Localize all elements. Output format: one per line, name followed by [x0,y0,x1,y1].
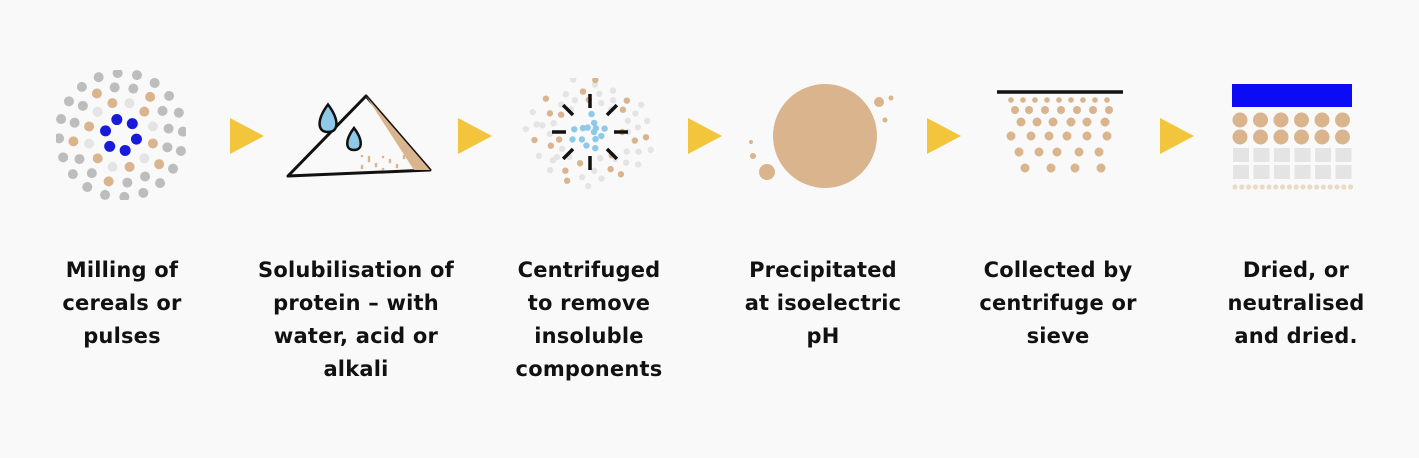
step-label-sieve: Collected by centrifuge or sieve [979,258,1137,348]
arrow-icon [458,118,492,154]
arrow-icon [927,118,961,154]
precipitate-icon [749,84,894,188]
step-label-precipitate: Precipitated at isoelectric pH [744,258,902,348]
step-label-drying: Dried, or neutralised and dried. [1227,258,1365,348]
centrifuge-icon [522,78,654,190]
arrow-icon [688,118,722,154]
drying-icon [1232,84,1354,190]
arrow-icon [230,118,264,154]
milling-icon [56,70,186,200]
sieve-icon [997,90,1123,173]
step-label-solubilisation: Solubilisation of protein – with water, … [258,258,454,381]
solubilisation-icon [286,94,432,178]
arrow-icon [1160,118,1194,154]
step-label-milling: Milling of cereals or pulses [62,258,182,348]
step-label-centrifuge: Centrifuged to remove insoluble componen… [515,258,663,381]
